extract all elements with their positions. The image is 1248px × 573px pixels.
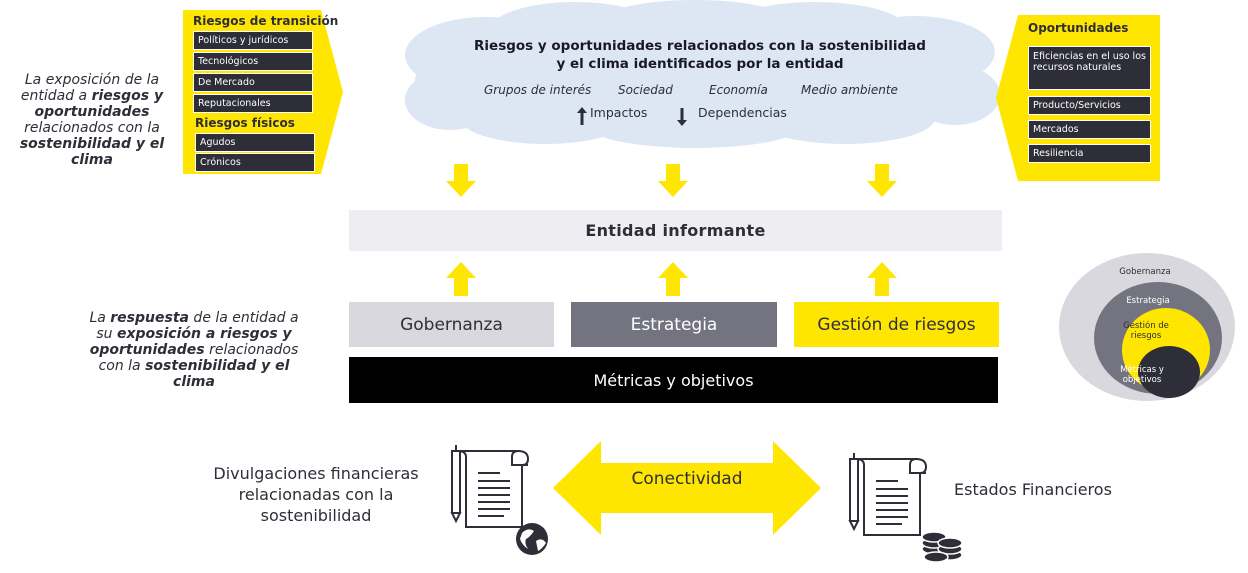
physical-risks-header: Riesgos físicos	[195, 116, 295, 130]
risk-item-acute: Agudos	[195, 133, 315, 152]
document-scroll-globe-icon	[450, 445, 548, 555]
cloud-shape	[405, 0, 1000, 148]
transition-risks-header: Riesgos de transición	[193, 14, 339, 28]
risk-item-reputational: Reputacionales	[193, 94, 313, 113]
category-society: Sociedad	[618, 83, 673, 97]
reporting-entity-label: Entidad informante	[585, 221, 766, 240]
risk-item-technological: Tecnológicos	[193, 52, 313, 71]
opportunity-item-efficiency: Eficiencias en el uso los recursos natur…	[1028, 46, 1151, 90]
risk-item-political: Políticos y jurídicos	[193, 31, 313, 50]
document-scroll-coins-icon	[848, 453, 963, 563]
down-arrow-right	[867, 164, 897, 197]
down-arrow-center	[658, 164, 688, 197]
arrow-up-icon	[577, 107, 587, 125]
up-arrow-left	[446, 262, 476, 296]
ring-metrics-label: Métricas y objetivos	[1120, 365, 1164, 385]
exposure-note: La exposición de la entidad a riesgos y …	[19, 72, 165, 168]
ring-strategy-label: Estrategia	[1126, 296, 1170, 306]
strategy-bar: Estrategia	[571, 302, 777, 347]
category-environment: Medio ambiente	[801, 83, 898, 97]
governance-bar: Gobernanza	[349, 302, 554, 347]
connectivity-label: Conectividad	[631, 469, 743, 489]
pillars-rings-diagram	[1059, 253, 1235, 401]
impacts-label: Impactos	[590, 105, 648, 120]
cloud-title: Riesgos y oportunidades relacionados con…	[474, 38, 926, 72]
category-economy: Economía	[709, 83, 768, 97]
risk-item-market: De Mercado	[193, 73, 313, 92]
opportunity-item-products: Producto/Servicios	[1028, 96, 1151, 115]
dependencies-label: Dependencias	[698, 105, 787, 120]
opportunity-item-markets: Mercados	[1028, 120, 1151, 139]
connectivity-double-arrow	[553, 441, 821, 535]
arrow-down-icon	[677, 108, 687, 126]
metrics-targets-bar: Métricas y objetivos	[349, 357, 998, 403]
up-arrow-center	[658, 262, 688, 296]
down-arrow-left	[446, 164, 476, 197]
ring-risk-label: Gestión de riesgos	[1123, 321, 1169, 341]
ring-governance-label: Gobernanza	[1119, 267, 1171, 277]
up-arrow-right	[867, 262, 897, 296]
financial-statements-label: Estados Financieros	[954, 480, 1112, 499]
reporting-entity-bar: Entidad informante	[349, 210, 1002, 251]
category-stakeholders: Grupos de interés	[484, 83, 592, 97]
risk-management-bar: Gestión de riesgos	[794, 302, 999, 347]
opportunities-header: Oportunidades	[1028, 21, 1129, 35]
sustainability-disclosures-label: Divulgaciones financieras relacionadas c…	[213, 464, 419, 525]
response-note: La respuesta de la entidad a su exposici…	[89, 310, 299, 390]
opportunity-item-resilience: Resiliencia	[1028, 144, 1151, 163]
risk-item-chronic: Crónicos	[195, 153, 315, 172]
